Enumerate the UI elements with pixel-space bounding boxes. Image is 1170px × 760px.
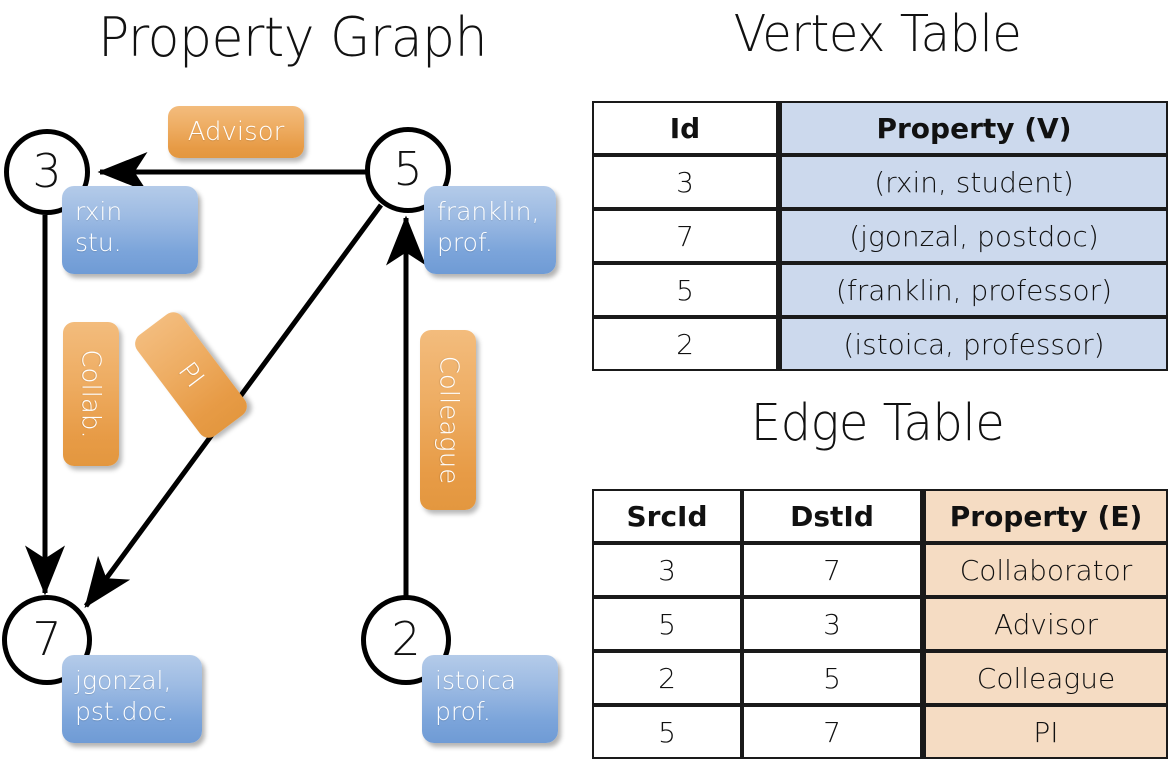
table-row: 5 3 Advisor (592, 597, 1168, 651)
graph-node-5-property-line-2: prof. (437, 228, 493, 258)
graph-node-2-property-box: istoica prof. (422, 655, 558, 743)
vertex-row-2-property: (franklin, professor) (778, 263, 1168, 317)
edge-row-2-property: Colleague (922, 651, 1168, 705)
page-title-vertex-table: Vertex Table (733, 4, 1022, 64)
graph-node-7-label: 7 (32, 612, 62, 666)
edge-table-header-property: Property (E) (922, 489, 1168, 543)
graph-node-2[interactable]: 2 (361, 595, 451, 685)
graph-node-5-property-line-1: franklin, (437, 197, 540, 226)
vertex-row-0-id: 3 (592, 155, 778, 209)
edge-row-3-property: PI (922, 705, 1168, 759)
edge-label-pi-text: PI (171, 356, 211, 394)
graph-node-5-label: 5 (393, 142, 423, 196)
graph-node-3-label: 3 (32, 144, 62, 198)
graph-node-2-property-line-2: prof. (435, 697, 491, 727)
edge-row-3-dst: 7 (742, 705, 922, 759)
vertex-row-0-property: (rxin, student) (778, 155, 1168, 209)
edge-row-3-src: 5 (592, 705, 742, 759)
edge-row-2-src: 2 (592, 651, 742, 705)
table-row: 3 7 Collaborator (592, 543, 1168, 597)
graph-node-3-property-line-2: stu. (75, 228, 122, 258)
edge-row-0-dst: 7 (742, 543, 922, 597)
edge-label-colleague-text: Colleague (433, 355, 464, 485)
graph-node-7-property-line-1: jgonzal, (75, 666, 172, 695)
edge-table-header-srcid: SrcId (592, 489, 742, 543)
graph-node-5[interactable]: 5 (365, 127, 451, 213)
table-row: 3 (rxin, student) (592, 155, 1168, 209)
edge-label-advisor: Advisor (168, 106, 304, 158)
vertex-row-1-property: (jgonzal, postdoc) (778, 209, 1168, 263)
edge-table-header-row: SrcId DstId Property (E) (592, 489, 1168, 543)
graph-node-3-property-box: rxin stu. (62, 186, 198, 274)
edge-label-advisor-text: Advisor (187, 117, 285, 147)
table-row: 7 (jgonzal, postdoc) (592, 209, 1168, 263)
edge-row-2-dst: 5 (742, 651, 922, 705)
edge-table-header-dstid: DstId (742, 489, 922, 543)
edge-row-1-property: Advisor (922, 597, 1168, 651)
graph-node-7-property-line-2: pst.doc. (75, 697, 175, 727)
graph-node-2-label: 2 (391, 612, 421, 666)
table-row: 5 7 PI (592, 705, 1168, 759)
vertex-row-3-id: 2 (592, 317, 778, 371)
page-title-edge-table: Edge Table (750, 393, 1005, 453)
edge-row-0-src: 3 (592, 543, 742, 597)
table-row: 2 (istoica, professor) (592, 317, 1168, 371)
edge-label-collaborator-text: Collab. (76, 349, 106, 439)
edge-label-collaborator: Collab. (63, 322, 119, 466)
edge-row-1-dst: 3 (742, 597, 922, 651)
graph-node-5-property-box: franklin, prof. (424, 186, 556, 274)
edge-label-colleague: Colleague (420, 330, 476, 510)
table-row: 2 5 Colleague (592, 651, 1168, 705)
edge-row-0-property: Collaborator (922, 543, 1168, 597)
vertex-table: Id Property (V) 3 (rxin, student) 7 (jgo… (592, 101, 1168, 371)
vertex-table-header-row: Id Property (V) (592, 101, 1168, 155)
vertex-row-2-id: 5 (592, 263, 778, 317)
graph-node-2-property-line-1: istoica (435, 666, 517, 695)
property-graph-diagram: 3 rxin stu. 5 franklin, prof. 7 jgonzal,… (2, 106, 558, 743)
graph-node-3-property-line-1: rxin (75, 197, 123, 226)
edge-table: SrcId DstId Property (E) 3 7 Collaborato… (592, 489, 1168, 759)
vertex-row-3-property: (istoica, professor) (778, 317, 1168, 371)
vertex-table-header-property: Property (V) (778, 101, 1168, 155)
vertex-row-1-id: 7 (592, 209, 778, 263)
graph-node-7-property-box: jgonzal, pst.doc. (62, 655, 202, 743)
vertex-table-header-id: Id (592, 101, 778, 155)
edge-row-1-src: 5 (592, 597, 742, 651)
table-row: 5 (franklin, professor) (592, 263, 1168, 317)
page-title-property-graph: Property Graph (97, 6, 488, 70)
